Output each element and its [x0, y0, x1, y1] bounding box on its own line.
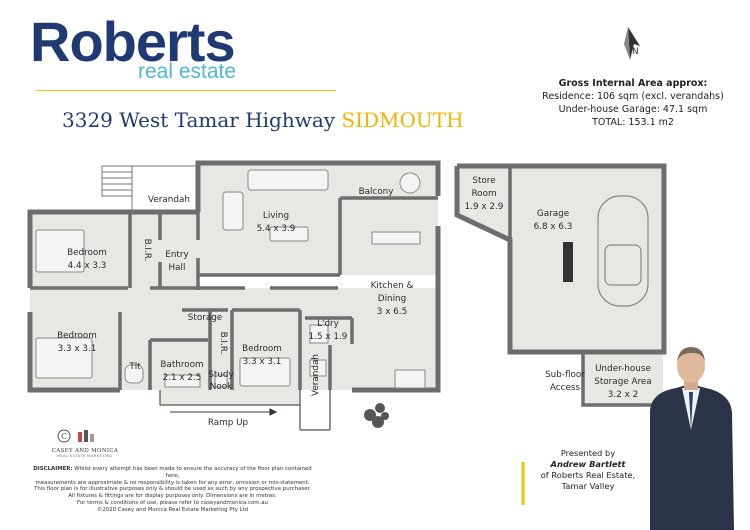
label-bir-2: B.I.R. [218, 332, 228, 355]
address-suburb: SIDMOUTH [341, 108, 464, 132]
agent-photo [650, 347, 734, 530]
label-study: Study [208, 370, 233, 380]
agent-name: Andrew Bartlett [550, 459, 626, 469]
compass-icon [624, 27, 640, 60]
disclaimer-line-6: ©2020 Casey and Monica Real Estate Marke… [96, 506, 249, 513]
area-heading: Gross Internal Area approx: [558, 78, 708, 89]
address-street: 3329 West Tamar Highway [62, 108, 336, 132]
label-garage: Garage [537, 209, 569, 219]
disclaimer: DISCLAIMER: Whilst every attempt has bee… [30, 466, 315, 514]
dim-kitchen: 3 x 6.5 [377, 307, 407, 317]
label-access: Access [550, 383, 581, 393]
dim-bathroom: 2.1 x 2.5 [163, 373, 202, 383]
label-dining: Dining [378, 294, 406, 304]
marketer-logo: C CASEY AND MONICA REAL ESTATE MARKETING [50, 428, 120, 458]
label-under-house: Under-house [595, 364, 651, 374]
label-storage: Storage [188, 313, 222, 323]
label-toilet: Tlt [128, 362, 141, 372]
label-subfloor: Sub-floor [545, 370, 585, 380]
marketer-logo-mark: C [57, 429, 94, 443]
brand-logo: Roberts [30, 10, 236, 73]
area-total: TOTAL: 153.1 m2 [592, 117, 674, 128]
garage-post [563, 242, 573, 282]
garage-interior-walls [508, 166, 664, 407]
house-interior-walls [30, 196, 438, 390]
agent-location: Tamar Valley [561, 481, 615, 491]
furniture [35, 169, 426, 389]
ramp-arrow [170, 408, 278, 416]
area-summary: Gross Internal Area approx: Residence: 1… [528, 77, 738, 129]
dim-bedroom-1: 4.4 x 3.3 [68, 261, 107, 271]
disclaimer-line-4: All fixtures & fittings are for display … [68, 493, 277, 500]
property-address: 3329 West Tamar Highway SIDMOUTH [62, 108, 464, 132]
disclaimer-line-1: Whilst every attempt has been made to en… [74, 466, 312, 479]
plant-icon [364, 403, 389, 428]
label-living: Living [263, 211, 289, 221]
agent-info: Presented by Andrew Bartlett of Roberts … [533, 448, 643, 492]
label-nook: Nook [210, 382, 233, 392]
area-residence: Residence: 106 sqm (excl. verandahs) [542, 91, 724, 102]
dim-under-house: 3.2 x 2 [608, 390, 638, 400]
marketer-sub: REAL ESTATE MARKETING [57, 454, 113, 458]
label-bedroom-1: Bedroom [67, 248, 107, 258]
garage-walls [454, 163, 667, 355]
logo-divider [36, 90, 336, 91]
dim-living: 5.4 x 3.9 [257, 224, 296, 234]
disclaimer-line-5: For terms & conditions of use, please re… [77, 499, 268, 506]
label-verandah-2: Verandah [311, 354, 321, 396]
label-ramp: Ramp Up [208, 418, 249, 428]
car-icon [597, 195, 649, 307]
label-storage-area: Storage Area [594, 377, 651, 387]
brand-tagline: real estate [138, 60, 237, 83]
area-garage: Under-house Garage: 47.1 sqm [558, 104, 708, 115]
compass-label: N [632, 47, 639, 57]
label-hall: Hall [169, 263, 186, 273]
label-kitchen: Kitchen & [371, 281, 414, 291]
house-walls [27, 160, 441, 393]
agent-agency: of Roberts Real Estate, [540, 470, 636, 480]
label-bir-1: B.I.R. [142, 239, 152, 262]
agent-presented-by: Presented by [560, 448, 616, 458]
dim-bedroom-2: 3.3 x 3.1 [58, 344, 97, 354]
label-bedroom-3: Bedroom [242, 344, 282, 354]
label-balcony: Balcony [359, 187, 394, 197]
dim-garage: 6.8 x 6.3 [534, 222, 573, 232]
svg-text:C: C [61, 432, 67, 441]
label-store: Store [472, 176, 495, 186]
ramp [159, 390, 331, 431]
marketer-name: CASEY AND MONICA [51, 448, 119, 454]
dim-laundry: 1.5 x 1.9 [309, 332, 348, 342]
dim-bedroom-3: 3.3 x 3.1 [243, 357, 282, 367]
label-verandah: Verandah [148, 195, 190, 205]
label-bathroom: Bathroom [160, 360, 203, 370]
verandah-stairs [101, 165, 198, 212]
label-bedroom-2: Bedroom [57, 331, 97, 341]
label-laundry: L'dry [317, 319, 339, 329]
label-room: Room [471, 189, 496, 199]
disclaimer-line-2: measurements are approximate & no respon… [35, 479, 310, 486]
room-labels: Verandah Living 5.4 x 3.9 Balcony Bedroo… [57, 176, 652, 428]
disclaimer-line-3: This floor plan is for illustrative purp… [34, 486, 311, 493]
label-entry: Entry [165, 250, 188, 260]
disclaimer-label: DISCLAIMER: [33, 466, 73, 472]
dim-store: 1.9 x 2.9 [465, 202, 504, 212]
